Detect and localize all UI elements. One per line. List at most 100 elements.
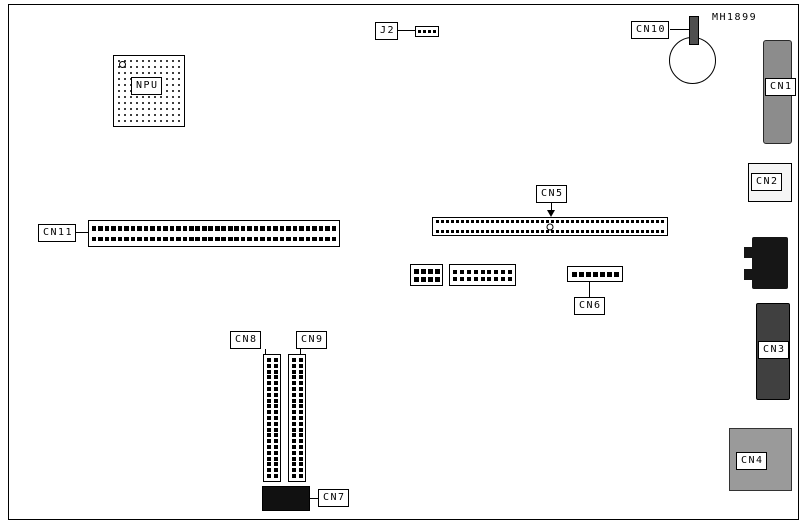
pin <box>418 30 421 33</box>
pin <box>135 59 139 63</box>
pin <box>298 369 303 374</box>
pin <box>441 220 444 223</box>
pin <box>420 268 426 274</box>
pin-row <box>266 387 278 392</box>
pin <box>266 410 271 415</box>
pin <box>298 363 303 368</box>
pin <box>298 381 303 386</box>
pin <box>551 220 554 223</box>
pin <box>189 236 194 242</box>
pin <box>298 404 303 409</box>
pin <box>291 427 296 432</box>
pin-row <box>291 468 303 473</box>
pin <box>135 107 139 111</box>
pin <box>298 375 303 380</box>
pin <box>123 107 127 111</box>
pin-row <box>117 59 181 63</box>
pin <box>331 225 337 231</box>
pin <box>189 225 194 231</box>
pin <box>453 276 458 281</box>
pin <box>129 113 133 117</box>
pin-row <box>291 369 303 374</box>
pin <box>260 236 265 242</box>
pin <box>511 220 514 223</box>
pin <box>305 225 311 231</box>
pin <box>476 220 479 223</box>
pin <box>273 468 278 473</box>
pin-row <box>291 363 303 368</box>
pin <box>473 276 478 281</box>
pin <box>291 433 296 438</box>
pin <box>331 236 337 242</box>
pin <box>141 119 145 123</box>
pin <box>266 433 271 438</box>
pin <box>298 468 303 473</box>
pin <box>123 101 127 105</box>
pin <box>299 236 304 242</box>
pin <box>601 220 604 223</box>
pin <box>266 421 271 426</box>
pin-row <box>266 363 278 368</box>
leader-line-cn9 <box>300 349 301 354</box>
pin <box>298 433 303 438</box>
pin <box>159 101 163 105</box>
pin <box>117 119 121 123</box>
pin <box>576 220 579 223</box>
pin <box>481 230 484 233</box>
pin <box>413 268 419 274</box>
pin <box>123 71 127 75</box>
leader-line-cn10 <box>670 29 689 30</box>
pin <box>266 375 271 380</box>
pin <box>147 101 151 105</box>
pin <box>117 89 121 93</box>
pin <box>626 230 629 233</box>
pin <box>266 468 271 473</box>
pin <box>291 468 296 473</box>
pin <box>581 220 584 223</box>
pin <box>466 230 469 233</box>
pin-row <box>91 236 337 242</box>
pin-block <box>453 269 512 281</box>
pin <box>165 71 169 75</box>
pin <box>591 230 594 233</box>
pin <box>466 220 469 223</box>
pin <box>561 220 564 223</box>
pin <box>298 456 303 461</box>
pin <box>291 439 296 444</box>
pin <box>159 71 163 75</box>
pin-row <box>291 387 303 392</box>
label-cn1: CN1 <box>765 78 796 96</box>
pin <box>153 65 157 69</box>
pin-header-2 <box>449 264 516 286</box>
pin-row <box>436 220 664 223</box>
pin <box>325 225 330 231</box>
pin-row <box>266 473 278 478</box>
pin-row <box>266 404 278 409</box>
pin <box>299 225 304 231</box>
pin <box>596 220 599 223</box>
pin <box>501 230 504 233</box>
pin <box>129 71 133 75</box>
pin <box>631 220 634 223</box>
pin <box>266 416 271 420</box>
pin <box>273 439 278 444</box>
pin <box>171 95 175 99</box>
pin <box>291 416 296 420</box>
pin-row <box>117 101 181 105</box>
pin <box>221 236 227 242</box>
pin <box>273 358 278 363</box>
pin <box>291 358 296 363</box>
pin-row <box>266 450 278 455</box>
pin <box>516 220 519 223</box>
pin <box>273 387 278 392</box>
pin <box>260 225 265 231</box>
pin <box>273 375 278 380</box>
pin <box>556 220 559 223</box>
pin <box>240 236 246 242</box>
pin <box>500 269 505 274</box>
pin <box>273 363 278 368</box>
pin <box>626 220 629 223</box>
pin <box>473 269 478 274</box>
pin <box>291 456 296 461</box>
